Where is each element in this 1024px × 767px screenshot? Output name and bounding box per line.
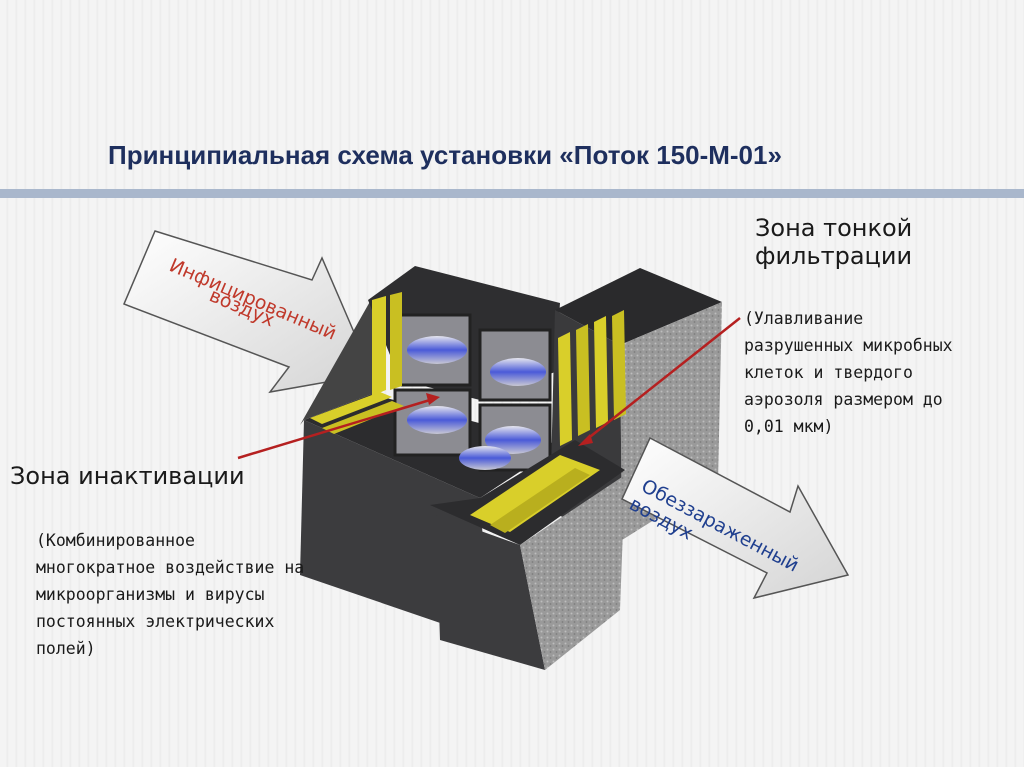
electrode-tube [490, 358, 546, 386]
fine-filtration-zone-description: (Улавливание разрушенных микробных клето… [744, 309, 953, 436]
title-underline [0, 189, 1024, 198]
fine-filtration-zone-title: Зона тонкой фильтрации [755, 214, 913, 270]
infected-air-arrow: Инфицированный воздух [123, 230, 374, 394]
filtration-pointer [578, 317, 741, 446]
hepa-filter-panel [558, 310, 626, 446]
electrode-tube [407, 406, 467, 434]
electrode-tube [407, 336, 467, 364]
electrode-tube [485, 426, 541, 454]
filtration-housing [430, 268, 722, 670]
inactivation-zone-title: Зона инактивации [10, 462, 245, 490]
clean-air-arrow: Обеззараженный воздух [621, 436, 850, 600]
inactivation-zone-description: (Комбинированное многократное воздействи… [36, 531, 305, 658]
electrode-tube [459, 446, 511, 470]
page-title: Принципиальная схема установки «Поток 15… [108, 140, 782, 170]
inactivation-pointer [237, 393, 440, 460]
